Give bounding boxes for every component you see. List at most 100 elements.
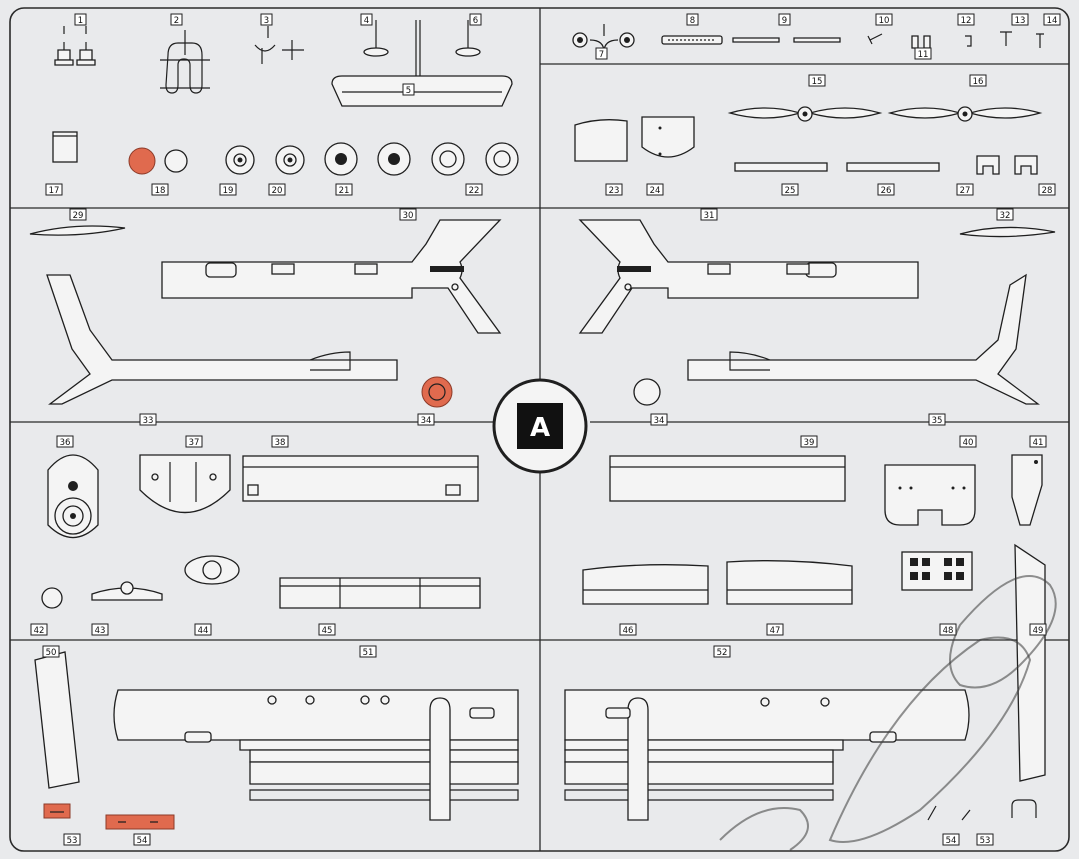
part-tag-label: 28	[1042, 186, 1053, 196]
part-tag: 34	[650, 413, 668, 426]
part-tag: 15	[808, 74, 826, 87]
part-tag-label: 10	[879, 16, 890, 26]
part-tag: 32	[996, 208, 1014, 221]
part-45-panel	[279, 577, 481, 609]
part-tag-label: 49	[1033, 626, 1044, 636]
part-tag-label: 2	[174, 16, 179, 26]
part-tag-label: 23	[609, 186, 620, 196]
part-tag: 19	[219, 183, 237, 196]
part-tag-label: 29	[73, 211, 84, 221]
part-tag: 53	[976, 833, 994, 846]
part-53-right	[1011, 799, 1037, 818]
part-39-panel	[609, 455, 846, 502]
part-tag: 18	[151, 183, 169, 196]
part-8-strip	[661, 35, 723, 45]
part-tag: 34	[417, 413, 435, 426]
part-tag-label: 7	[599, 50, 604, 60]
part-1-group	[54, 26, 96, 66]
part-tag: 51	[359, 645, 377, 658]
part-37-plate	[139, 454, 231, 513]
part-tag: 21	[335, 183, 353, 196]
part-tag: 52	[713, 645, 731, 658]
part-tag: 44	[194, 623, 212, 636]
part-18-highlighted	[128, 147, 156, 175]
part-tag: 39	[800, 435, 818, 448]
part-tag: 25	[781, 183, 799, 196]
part-tag: 10	[875, 13, 893, 26]
part-tag-label: 54	[946, 836, 957, 846]
part-2-hook	[160, 30, 210, 94]
part-tag-label: 24	[650, 186, 661, 196]
part-tag-label: 44	[198, 626, 209, 636]
part-tag: 28	[1038, 183, 1056, 196]
part-31-boom-right	[578, 219, 919, 334]
part-29-blade	[29, 225, 126, 236]
part-tag-label: 35	[932, 416, 943, 426]
part-51-wing-left	[113, 689, 519, 821]
part-tag: 43	[91, 623, 109, 636]
runners	[10, 8, 1069, 851]
part-tag-label: 39	[804, 438, 815, 448]
part-tag-label: 4	[364, 16, 369, 26]
part-tag: 24	[646, 183, 664, 196]
part-tag: 31	[700, 208, 718, 221]
part-tag: 11	[914, 47, 932, 60]
part-tag-label: 41	[1033, 438, 1044, 448]
part-tag: 14	[1043, 13, 1061, 26]
part-32-blade	[959, 226, 1056, 238]
part-tag-label: 16	[973, 77, 984, 87]
part-tag-label: 19	[223, 186, 234, 196]
part-tag: 35	[928, 413, 946, 426]
part-tag-label: 50	[46, 648, 57, 658]
part-27-28-clips	[976, 155, 1038, 175]
part-tag-label: 34	[654, 416, 665, 426]
part-23-24-fins	[574, 116, 695, 162]
part-tag: 2	[170, 13, 183, 26]
part-tag: 16	[969, 74, 987, 87]
part-52-wing-right	[564, 689, 970, 821]
part-tag-label: 22	[469, 186, 480, 196]
part-tag-label: 52	[717, 648, 728, 658]
part-5-frame	[331, 75, 513, 107]
part-35-tail-right	[687, 273, 1040, 405]
part-tag-label: 46	[623, 626, 634, 636]
part-tag: 1	[74, 13, 87, 26]
sprue-letter: A	[530, 413, 550, 443]
part-25-26-rods	[734, 162, 940, 172]
part-tag: 46	[619, 623, 637, 636]
part-tag-label: 21	[339, 186, 350, 196]
part-9-rods	[732, 37, 841, 43]
part-tag-label: 26	[881, 186, 892, 196]
part-tag-label: 5	[406, 86, 411, 96]
part-tag: 36	[56, 435, 74, 448]
part-tag: 45	[318, 623, 336, 636]
part-34-right	[633, 378, 661, 406]
part-tag: 5	[402, 83, 415, 96]
part-tag: 20	[268, 183, 286, 196]
part-tag: 47	[766, 623, 784, 636]
part-tag: 3	[260, 13, 273, 26]
part-10-14-small	[867, 31, 1044, 49]
part-tag-label: 42	[34, 626, 45, 636]
part-tag: 33	[139, 413, 157, 426]
part-tag-label: 18	[155, 186, 166, 196]
part-33-tail-left	[46, 274, 398, 405]
part-tag: 23	[605, 183, 623, 196]
part-46-47-flaps	[582, 560, 853, 605]
part-tag-label: 27	[960, 186, 971, 196]
part-tag-label: 33	[143, 416, 154, 426]
part-18-disc	[164, 149, 188, 173]
part-tag: 4	[360, 13, 373, 26]
part-tag-label: 32	[1000, 211, 1011, 221]
part-tag: 40	[959, 435, 977, 448]
part-38-panel	[242, 455, 479, 502]
part-tag-label: 15	[812, 77, 823, 87]
part-tag: 26	[877, 183, 895, 196]
part-tag: 30	[399, 208, 417, 221]
part-34-ring	[428, 383, 446, 401]
part-tag: 37	[185, 435, 203, 448]
part-48-grid	[901, 551, 973, 591]
part-tag: 54	[133, 833, 151, 846]
propeller-16	[887, 106, 1043, 122]
